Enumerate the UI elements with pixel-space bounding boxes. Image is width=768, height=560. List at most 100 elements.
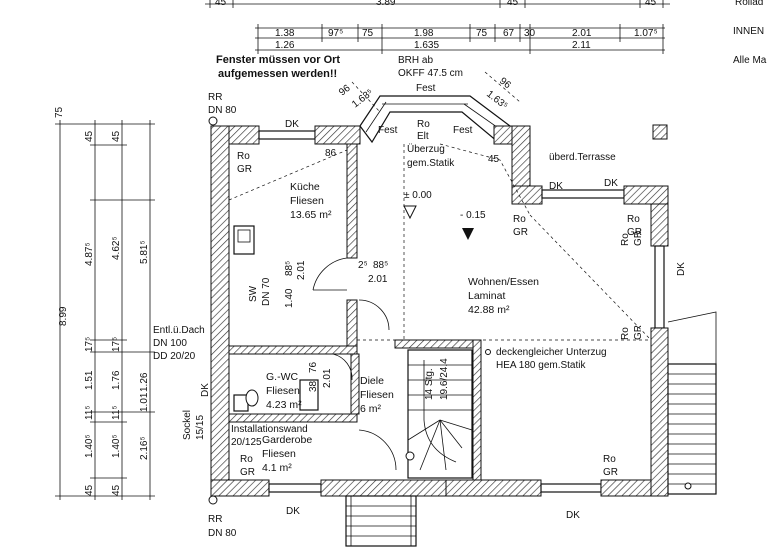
stairs-count: 14 Stg.: [424, 368, 435, 400]
dim-row1-5: 67: [503, 28, 515, 39]
beam-note-2: HEA 180 gem.Statik: [496, 360, 586, 371]
wardrobe-gr: GR: [240, 467, 255, 478]
top-dimension-chains: 45 3.89 45 45 1.38 97⁵ 75 1.98 75 67 30 …: [205, 0, 670, 54]
dim-row1-2: 75: [362, 28, 374, 39]
living-ro-4: Ro: [620, 327, 631, 340]
ueberzug-2: gem.Statik: [407, 158, 455, 169]
right-cut-text-2: Alle Ma: [733, 55, 767, 66]
wc-floor: Fliesen: [266, 385, 300, 397]
wardrobe-ro: Ro: [240, 454, 253, 465]
vent-note-2: DN 100: [153, 338, 187, 349]
wc-basin: [245, 389, 259, 407]
level-zero: ± 0.00: [404, 190, 432, 201]
level-minus-marker: [462, 228, 474, 240]
living-gr-2: GR: [627, 227, 642, 238]
entrance-steps: [345, 495, 417, 547]
living-ro-2: Ro: [627, 214, 640, 225]
install-note-2: 20/125: [231, 437, 262, 448]
left-col2-3: 1.76: [111, 370, 122, 390]
left-col1-2: 4.87⁵: [84, 242, 95, 266]
sw-dn: DN 70: [261, 277, 272, 306]
terrace-note: überd.Terrasse: [549, 152, 616, 163]
vent-note-1: Entl.ü.Dach: [153, 325, 205, 336]
rr-top-dn: DN 80: [208, 105, 237, 116]
dim-row1-1: 97⁵: [328, 28, 343, 39]
brh-note-2: OKFF 47.5 cm: [398, 68, 463, 79]
ro-bay: Ro: [417, 119, 430, 130]
living-ro-5: Ro: [603, 454, 616, 465]
hall-door-swing: [358, 299, 390, 331]
wardrobe-floor: Fliesen: [262, 448, 296, 460]
dim-row1-3: 1.98: [414, 28, 434, 39]
kitchen-dim-140: 1.40: [284, 288, 295, 308]
right-cut-text-0: Rollad: [735, 0, 763, 8]
hall-name: Diele: [360, 375, 384, 387]
kitchen-dim-201: 2.01: [296, 260, 307, 280]
living-ceiling-line: [529, 214, 652, 341]
left-col2-0: 45: [111, 130, 122, 142]
living-gr-1: GR: [513, 227, 528, 238]
level-zero-marker: [403, 205, 417, 220]
living-gr-3: GR: [633, 231, 644, 246]
rr-top: RR: [208, 92, 222, 103]
socket-note-2: 15/15: [195, 415, 206, 440]
rr-bottom-dn: DN 80: [208, 528, 237, 539]
living-gr-5: GR: [603, 467, 618, 478]
fest-top: Fest: [416, 83, 436, 94]
living-right-dk: DK: [676, 262, 687, 276]
rr-bottom-pipe: [208, 495, 218, 505]
door-dim-201: 2.01: [368, 274, 388, 285]
bay-dim-163-left: 1.63⁵: [350, 87, 375, 110]
install-note-1: Installationswand: [231, 424, 308, 435]
bay-dim-163-right: 1.63⁵: [484, 89, 509, 112]
left-col2-6: 45: [111, 484, 122, 496]
kitchen-name: Küche: [290, 181, 320, 193]
kitchen-floor: Fliesen: [290, 195, 324, 207]
vent-note-3: DD 20/20: [153, 351, 196, 362]
dim-row1-8: 1.07⁵: [634, 28, 658, 39]
ueberzug-1: Überzug: [407, 143, 445, 155]
living-top-dk-2: DK: [604, 178, 618, 189]
left-col3-3: 2.16⁵: [139, 436, 150, 460]
wc-dk: DK: [200, 383, 211, 397]
dim-row1-4: 75: [476, 28, 488, 39]
dim-row1-7: 2.01: [572, 28, 592, 39]
living-top-dk-1: DK: [549, 181, 563, 192]
left-col1-6: 1.40⁵: [84, 434, 95, 458]
kitchen-dim-885: 88⁵: [284, 261, 295, 276]
living-ro-1: Ro: [513, 214, 526, 225]
staircase: [405, 349, 473, 479]
dim-row1-0: 1.38: [275, 28, 295, 39]
top-dim-2: 45: [507, 0, 519, 8]
wc-dim-76: 76: [308, 361, 319, 373]
top-dim-0: 45: [215, 0, 227, 8]
left-col3-0: 5.81⁵: [139, 240, 150, 264]
kitchen-ro: Ro: [237, 151, 250, 162]
left-col1-7: 45: [84, 484, 95, 496]
rr-top-pipe: [208, 116, 218, 126]
top-dim-3: 45: [645, 0, 657, 8]
rr-bottom: RR: [208, 514, 222, 525]
elt-bay: Elt: [417, 131, 429, 142]
left-col2-4: 11⁵: [111, 405, 122, 420]
bay-dim-96-right: 96: [497, 76, 513, 92]
fest-left: Fest: [378, 125, 398, 136]
living-gr-4: GR: [633, 325, 644, 340]
stairs-rise: 19.6/24.4: [439, 358, 450, 400]
kitchen-gr: GR: [237, 164, 252, 175]
living-area: 42.88 m²: [468, 304, 510, 316]
kitchen-area: 13.65 m²: [290, 209, 332, 221]
socket-note-1: Sockel: [182, 410, 193, 440]
beam-marker: [485, 349, 491, 355]
dim-row2-0: 1.26: [275, 40, 295, 51]
wc-dim-201: 2.01: [322, 368, 333, 388]
left-col2-2: 17⁵: [111, 337, 122, 352]
level-minus: - 0.15: [460, 210, 486, 221]
sink: [233, 225, 255, 255]
dim-86: 86: [325, 148, 337, 159]
terrace-steps: [667, 311, 717, 495]
dim-row2-2: 2.11: [572, 40, 591, 51]
wc-dim-38: 38: [308, 380, 319, 392]
left-col2-1: 4.62⁵: [111, 236, 122, 260]
